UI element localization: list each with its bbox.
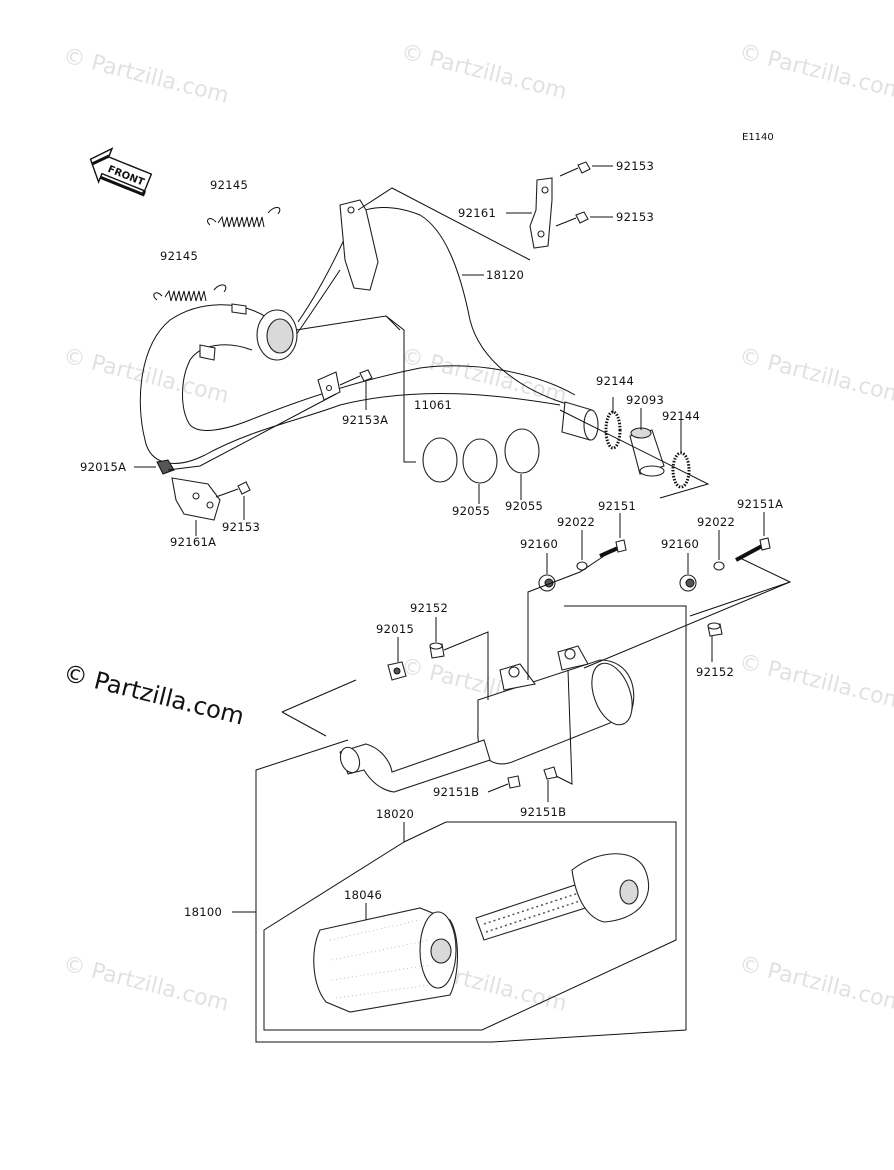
damper-92015A bbox=[156, 459, 175, 475]
bolt-92151 bbox=[599, 539, 627, 558]
part-label: 92153 bbox=[616, 159, 654, 173]
part-label: 92015 bbox=[376, 622, 414, 636]
watermark: © Partzilla.com bbox=[737, 40, 894, 105]
part-label: 92151A bbox=[737, 497, 783, 511]
bolt-92151B-right bbox=[543, 766, 558, 780]
diagram-code: E1140 bbox=[742, 132, 774, 143]
part-label: 92151B bbox=[433, 785, 479, 799]
bolt-92153-mid bbox=[555, 211, 589, 227]
gasket-92055-b bbox=[504, 428, 540, 474]
part-label: 92152 bbox=[410, 601, 448, 615]
part-label: 92055 bbox=[452, 504, 490, 518]
collar-92152-right bbox=[707, 622, 723, 637]
bolt-92153-lower bbox=[215, 481, 251, 498]
watermark: © Partzilla.com bbox=[61, 952, 232, 1017]
bracket-92161 bbox=[529, 177, 553, 249]
collar-92152-left bbox=[429, 642, 445, 659]
packing-18046 bbox=[313, 907, 458, 1013]
exhaust-header-pipe bbox=[139, 199, 599, 464]
watermark: © Partzilla.com bbox=[737, 650, 894, 715]
bolt-92151B-left bbox=[507, 775, 521, 789]
gasket-11061 bbox=[422, 437, 458, 483]
part-label: 92161 bbox=[458, 206, 496, 220]
leader-lines bbox=[134, 165, 792, 1043]
part-label: 92145 bbox=[210, 178, 248, 192]
part-label: 92160 bbox=[520, 537, 558, 551]
part-label: 92145 bbox=[160, 249, 198, 263]
part-labels: 92153 92161 92153 92145 92145 18120 9215… bbox=[80, 159, 783, 919]
part-label: 92160 bbox=[661, 537, 699, 551]
part-label: 18046 bbox=[344, 888, 382, 902]
part-label: 11061 bbox=[414, 398, 452, 412]
bolt-92153-top bbox=[559, 161, 591, 177]
spring-92145-upper bbox=[207, 207, 281, 228]
watermark: © Partzilla.com bbox=[399, 40, 570, 105]
watermark: © Partzilla.com bbox=[737, 344, 894, 409]
watermark-group: © Partzilla.com © Partzilla.com © Partzi… bbox=[61, 40, 894, 1017]
part-label: 92022 bbox=[557, 515, 595, 529]
collar-92160-b bbox=[679, 574, 697, 592]
inner-pipe-18020 bbox=[475, 853, 650, 941]
spring-ring-92144-left bbox=[604, 410, 622, 450]
silencer-body bbox=[339, 645, 635, 793]
front-arrow-icon: FRONT bbox=[89, 147, 153, 197]
part-label: 92151 bbox=[598, 499, 636, 513]
part-label: 92022 bbox=[697, 515, 735, 529]
part-label: 92144 bbox=[596, 374, 634, 388]
part-label: 18100 bbox=[184, 905, 222, 919]
gasket-92055-a bbox=[462, 438, 498, 484]
washer-92022-a bbox=[576, 561, 588, 571]
part-label: 92153A bbox=[342, 413, 388, 427]
part-label: 18020 bbox=[376, 807, 414, 821]
part-label: 92151B bbox=[520, 805, 566, 819]
part-label: 92161A bbox=[170, 535, 216, 549]
part-label: 92144 bbox=[662, 409, 700, 423]
part-label: 92055 bbox=[505, 499, 543, 513]
spring-ring-92144-right bbox=[671, 451, 691, 489]
part-label: 92015A bbox=[80, 460, 126, 474]
washer-92022-b bbox=[713, 561, 725, 571]
part-label: 92153 bbox=[222, 520, 260, 534]
bolt-92153A bbox=[339, 369, 373, 386]
part-label: 92152 bbox=[696, 665, 734, 679]
watermark: © Partzilla.com bbox=[61, 44, 232, 109]
partzilla-watermark: © Partzilla.com bbox=[61, 659, 247, 731]
part-label: 92093 bbox=[626, 393, 664, 407]
part-label: 18120 bbox=[486, 268, 524, 282]
spring-92145-lower bbox=[153, 284, 227, 302]
watermark: © Partzilla.com bbox=[737, 952, 894, 1017]
part-label: 92153 bbox=[616, 210, 654, 224]
joint-92093 bbox=[629, 427, 665, 477]
nut-92015 bbox=[387, 661, 407, 681]
bolt-92151A bbox=[735, 537, 771, 562]
bracket-92161A bbox=[171, 477, 221, 521]
